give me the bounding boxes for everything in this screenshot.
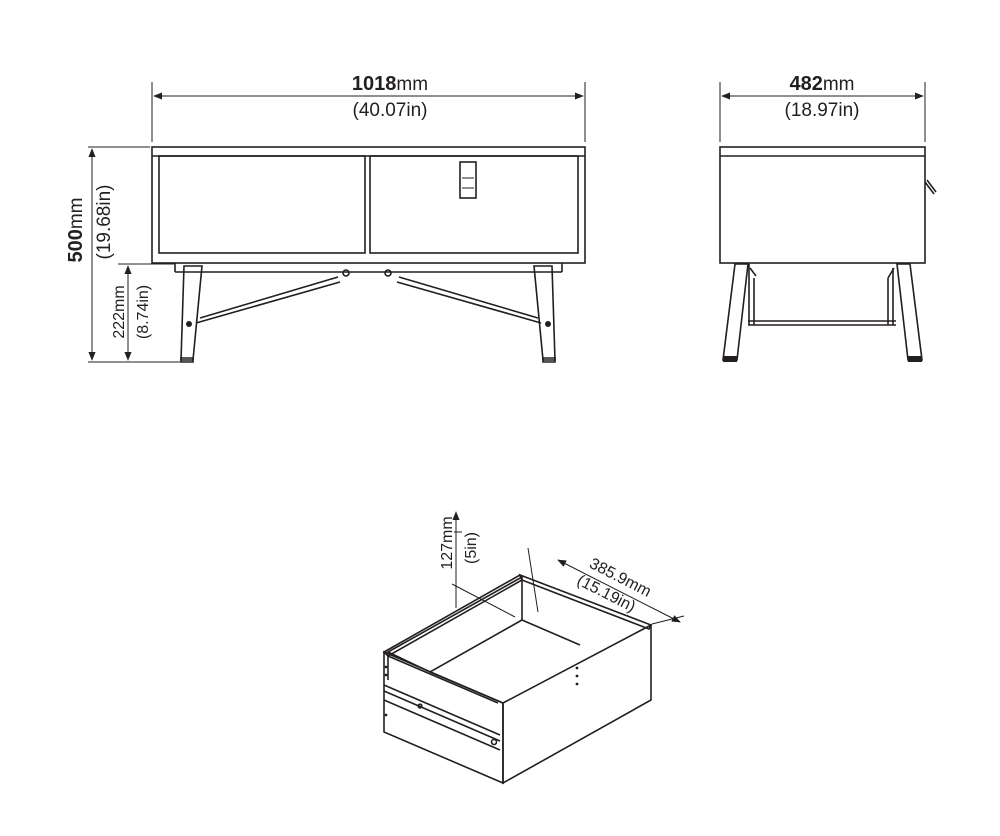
front-sliding-door-left	[158, 155, 366, 254]
door-handle	[459, 161, 477, 199]
side-view: 482mm (18.97in)	[719, 73, 937, 362]
drawer-height-label: 127mm	[439, 516, 456, 569]
drawer-height-inches: (5in)	[463, 532, 480, 564]
front-width-inches: (40.07in)	[353, 100, 428, 121]
side-depth-dimension: 482mm (18.97in)	[719, 73, 926, 142]
side-leg-left	[722, 263, 749, 362]
drawer-height-dimension: 127mm (5in)	[439, 511, 516, 618]
drawer-view: 127mm (5in) 385.9mm (15.19in)	[382, 511, 685, 785]
front-height-inches: (19.68in)	[94, 185, 115, 260]
front-leg-right	[533, 265, 556, 363]
front-cross-rail	[195, 276, 542, 324]
side-leg-right	[896, 263, 923, 362]
front-view: 1018mm (40.07in)	[65, 73, 586, 363]
front-sliding-door-right	[369, 155, 579, 254]
front-cabinet-body	[151, 146, 586, 264]
leg-height-dimension: 222mm (8.74in)	[111, 263, 174, 361]
side-depth-inches: (18.97in)	[785, 100, 860, 121]
front-height-label: 500mm	[65, 197, 87, 262]
side-rails	[748, 264, 896, 326]
side-cabinet-body	[719, 146, 926, 264]
drawer-runner	[383, 684, 501, 751]
front-leg-left	[180, 265, 203, 363]
screw-icon	[384, 269, 392, 277]
leg-height-label: 222mm	[111, 285, 128, 338]
drawer-side-panel	[383, 650, 504, 785]
drawer-front-panel	[502, 623, 652, 785]
side-depth-label: 482mm	[789, 73, 854, 95]
front-width-label: 1018mm	[352, 73, 428, 95]
front-width-dimension: 1018mm (40.07in)	[151, 73, 586, 142]
screw-icon	[342, 269, 350, 277]
leg-height-inches: (8.74in)	[135, 285, 152, 339]
front-height-dimension: 500mm (19.68in)	[65, 146, 180, 363]
